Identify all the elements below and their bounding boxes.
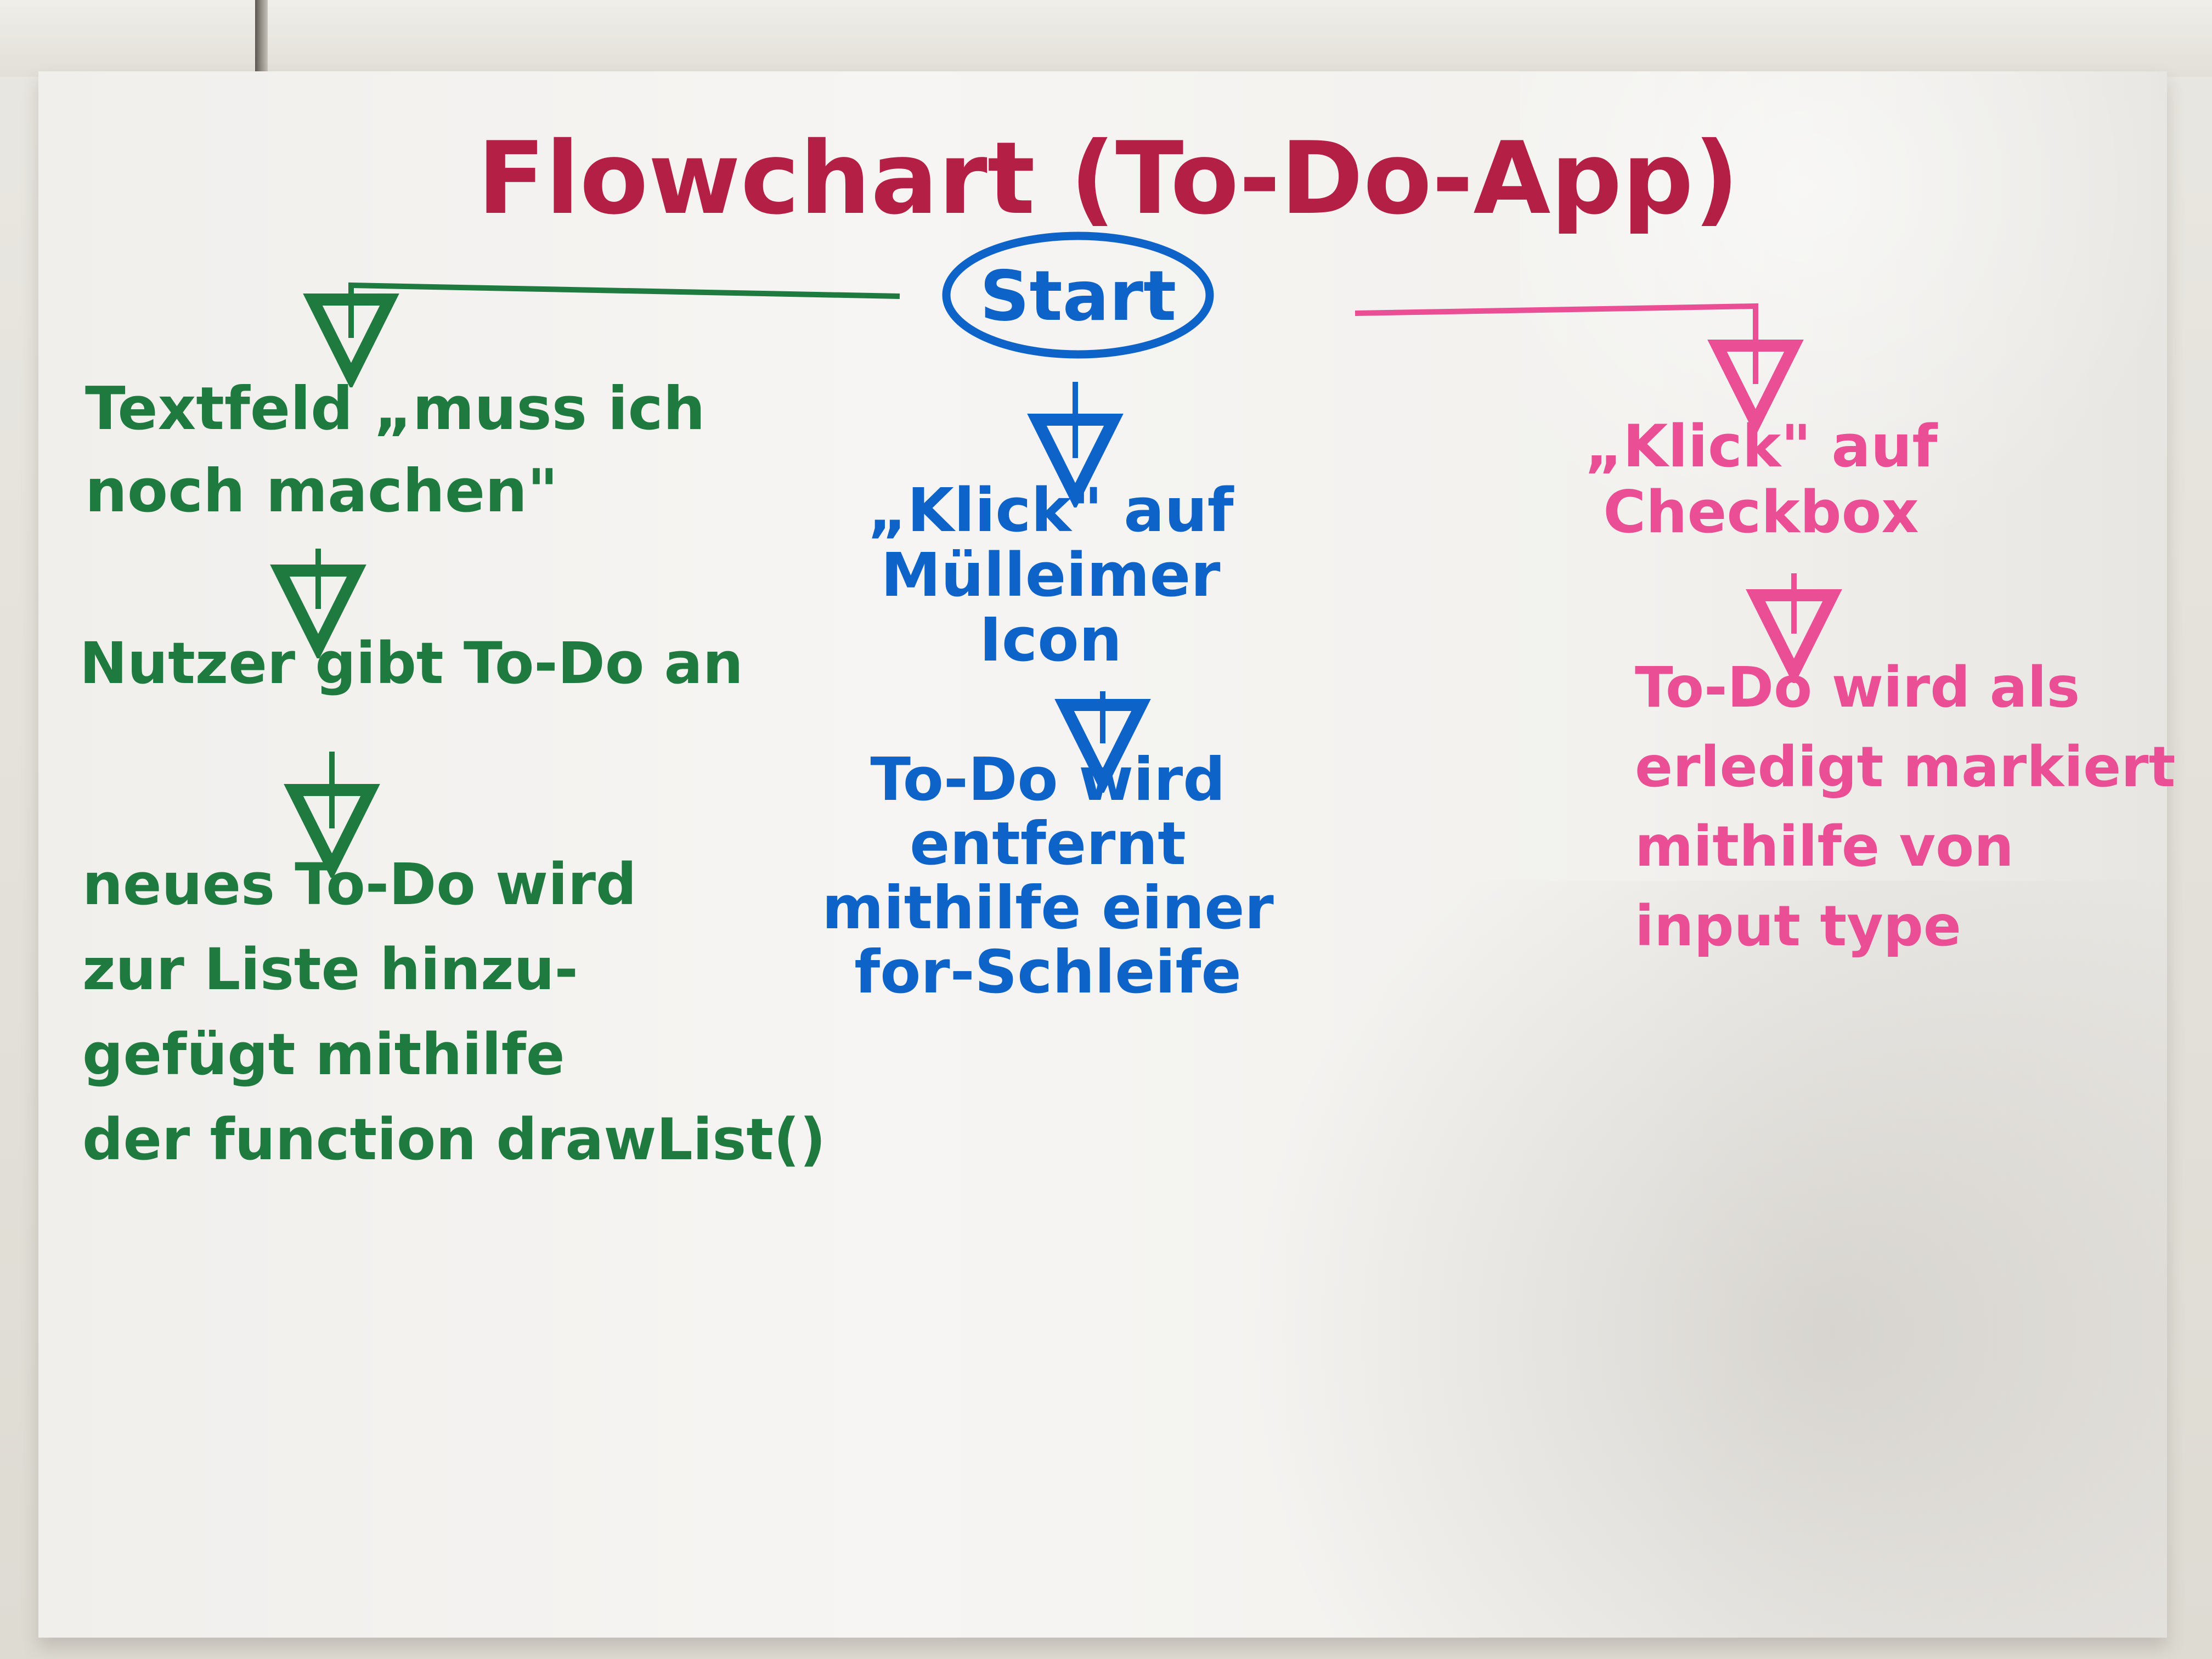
- flowchart-line: noch machen": [85, 457, 558, 526]
- textfield-step-1-text: Textfeld „muss ich noch machen": [85, 375, 706, 526]
- paper-shadow: [1136, 881, 2167, 1638]
- title-group: Flowchart (To-Do-App): [477, 120, 1739, 236]
- flowchart-line: To-Do wird als: [1635, 655, 2080, 720]
- flowchart-line: entfernt: [910, 810, 1186, 878]
- flowchart-line: erledigt markiert: [1635, 735, 2175, 800]
- flowchart-paper: [38, 71, 2167, 1638]
- flowchart-line: der function drawList(): [82, 1106, 826, 1173]
- flowchart-line: To-Do wird: [870, 746, 1225, 814]
- background-seam: [255, 0, 268, 77]
- background-panel-left: [0, 0, 255, 77]
- flowchart-line: „Klick" auf: [867, 475, 1234, 545]
- checkbox-step-2-text: To-Do wird als erledigt markiert mithilfe …: [1635, 655, 2175, 959]
- flowchart-line: Mülleimer: [881, 540, 1221, 610]
- connector-group: [318, 282, 1794, 828]
- flowchart-line: input type: [1635, 894, 1961, 959]
- flowchart-line: zur Liste hinzu-: [82, 936, 578, 1003]
- textfield-step-3-text: neues To-Do wird zur Liste hinzu-gefügt m…: [82, 851, 826, 1173]
- start-node: [942, 232, 1214, 359]
- flowchart-line: for-Schleife: [854, 938, 1241, 1007]
- start-node-group: Start: [942, 232, 1214, 359]
- flowchart-line: „Klick" auf: [1584, 413, 1938, 480]
- flowchart-line: gefügt mithilfe: [82, 1021, 565, 1088]
- paper-glow: [1520, 71, 2167, 532]
- flowchart-line: mithilfe von: [1635, 814, 2014, 879]
- connector-start-to-checkbox: [1355, 303, 1756, 384]
- textfield-step-2-text: Nutzer gibt To-Do an: [80, 630, 743, 697]
- start-node-label: Start: [980, 256, 1176, 336]
- branch-textfield: Textfeld „muss ich noch machen" Nutzer gi…: [80, 375, 826, 1173]
- flowchart-line: Icon: [979, 605, 1122, 675]
- flowchart-line: Nutzer gibt To-Do an: [80, 630, 743, 697]
- connector-start-to-textfield: [351, 282, 900, 338]
- flowchart-line: mithilfe einer: [822, 874, 1274, 943]
- background-panel-right: [268, 0, 2212, 77]
- flowchart-line: Textfeld „muss ich: [85, 375, 706, 443]
- flowchart-line: Checkbox: [1603, 478, 1919, 546]
- flowchart-line: neues To-Do wird: [82, 851, 636, 918]
- flowchart-title: Flowchart (To-Do-App): [477, 120, 1739, 236]
